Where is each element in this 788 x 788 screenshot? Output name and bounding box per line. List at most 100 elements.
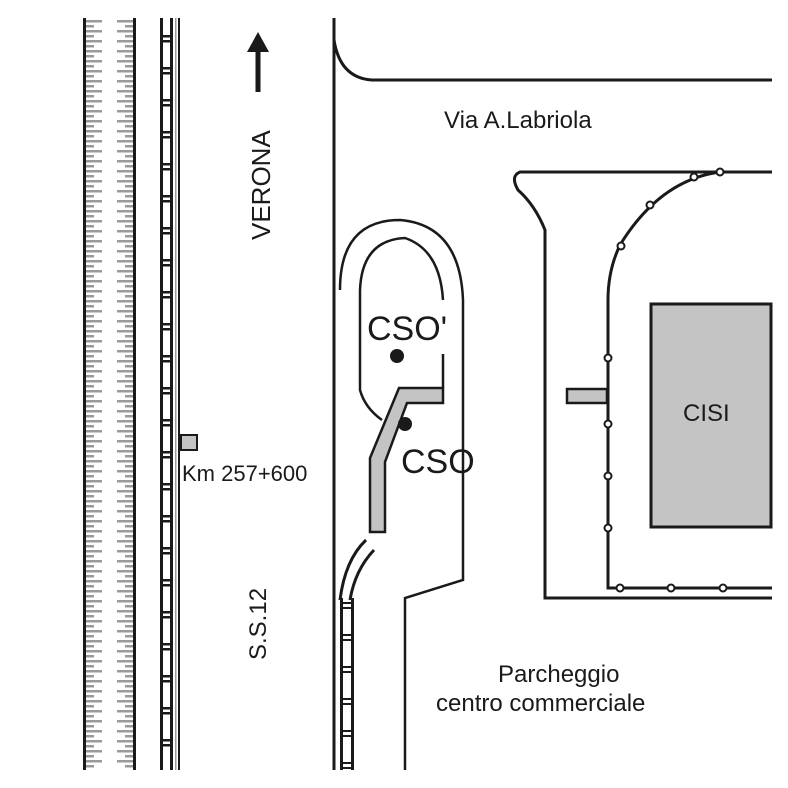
rail-hatch [117, 160, 133, 163]
rail-hatch [125, 525, 133, 528]
open-circle-icon [715, 167, 725, 177]
rail-hatch [86, 200, 102, 203]
rail-hatch [86, 25, 94, 28]
ladder-rung [160, 40, 173, 43]
open-circle-icon [718, 583, 728, 593]
rail-hatch [86, 690, 102, 693]
rail-hatch [86, 695, 94, 698]
rail-hatch [86, 380, 102, 383]
rail-hatch [125, 545, 133, 548]
rail-hatch [125, 285, 133, 288]
rail-hatch [117, 580, 133, 583]
rail-hatch [125, 435, 133, 438]
ladder-rung [160, 355, 173, 358]
rail-hatch [117, 180, 133, 183]
rail-hatch [86, 475, 94, 478]
rail-hatch [117, 310, 133, 313]
rail-hatch [117, 500, 133, 503]
rail-hatch [117, 20, 133, 23]
ladder-track-2 [340, 598, 354, 770]
rail-hatch [117, 740, 133, 743]
road-label: S.S.12 [245, 588, 272, 660]
rail-hatch [86, 450, 102, 453]
ladder-rung [160, 163, 173, 166]
rail-hatch [86, 85, 94, 88]
rail-hatch [86, 165, 94, 168]
rail-hatch [86, 705, 94, 708]
rail-hatch [117, 510, 133, 513]
rail-hatch [117, 200, 133, 203]
rail-hatch [125, 125, 133, 128]
rail-hatch [86, 315, 94, 318]
ladder-rung [160, 707, 173, 710]
rail-hatch [125, 215, 133, 218]
rail-hatch [117, 380, 133, 383]
rail-hatch [117, 140, 133, 143]
rail-hatch [117, 760, 133, 763]
rail-hatch [86, 650, 102, 653]
rail-hatch [125, 695, 133, 698]
rail-hatch [86, 595, 94, 598]
rail-hatch [125, 485, 133, 488]
rail-hatch [86, 550, 102, 553]
rail-hatch [86, 375, 94, 378]
rail-hatch [86, 95, 94, 98]
rail-hatch [117, 460, 133, 463]
rail-hatch [86, 440, 102, 443]
ladder-rung [160, 227, 173, 230]
rail-hatch [117, 610, 133, 613]
rail-hatch [86, 660, 102, 663]
rail-hatch [117, 90, 133, 93]
rail-hatch [86, 600, 102, 603]
open-circle-icon [616, 241, 626, 251]
ladder-rung [160, 552, 173, 555]
rail-hatch [86, 410, 102, 413]
rail-hatch [117, 490, 133, 493]
rail-hatch [86, 270, 102, 273]
rail-hatch [117, 320, 133, 323]
rail-hatch [125, 635, 133, 638]
open-circle-icon [603, 471, 613, 481]
ladder-rail [340, 598, 343, 770]
rail-hatch [86, 415, 94, 418]
rail-hatch [117, 690, 133, 693]
rail-hatch [125, 645, 133, 648]
rail-hatch [117, 190, 133, 193]
rail-hatch [86, 70, 102, 73]
rail-hatch [125, 375, 133, 378]
ladder-rung [340, 698, 354, 700]
rail-hatch [117, 110, 133, 113]
rail-hatch [86, 430, 102, 433]
ladder-rung [340, 703, 354, 705]
rail-hatch [86, 590, 102, 593]
ladder-rung [160, 515, 173, 518]
rail-hatch [86, 670, 102, 673]
rail-hatch [117, 50, 133, 53]
rail-hatch [86, 185, 94, 188]
ladder-rung [160, 323, 173, 326]
rail-hatch [117, 640, 133, 643]
ladder-rung [160, 67, 173, 70]
rail-hatch [117, 620, 133, 623]
rail-hatch [86, 575, 94, 578]
ladder-rung [160, 200, 173, 203]
rail-hatch [117, 250, 133, 253]
ladder-rung [160, 392, 173, 395]
rail-hatch [117, 480, 133, 483]
rail-hatch [86, 680, 102, 683]
rail-hatch [117, 340, 133, 343]
rail-hatch [117, 220, 133, 223]
rail-hatch [86, 135, 94, 138]
rail-hatch [117, 470, 133, 473]
rail-hatch [86, 740, 102, 743]
rail-hatch [86, 700, 102, 703]
ladder-rung [160, 675, 173, 678]
rail-hatch [117, 260, 133, 263]
ladder-rung [160, 195, 173, 198]
rail-hatch [86, 260, 102, 263]
rail-hatch [86, 320, 102, 323]
parking-label-line1: Parcheggio [498, 661, 619, 688]
rail-hatch [125, 665, 133, 668]
rail-hatch [125, 345, 133, 348]
